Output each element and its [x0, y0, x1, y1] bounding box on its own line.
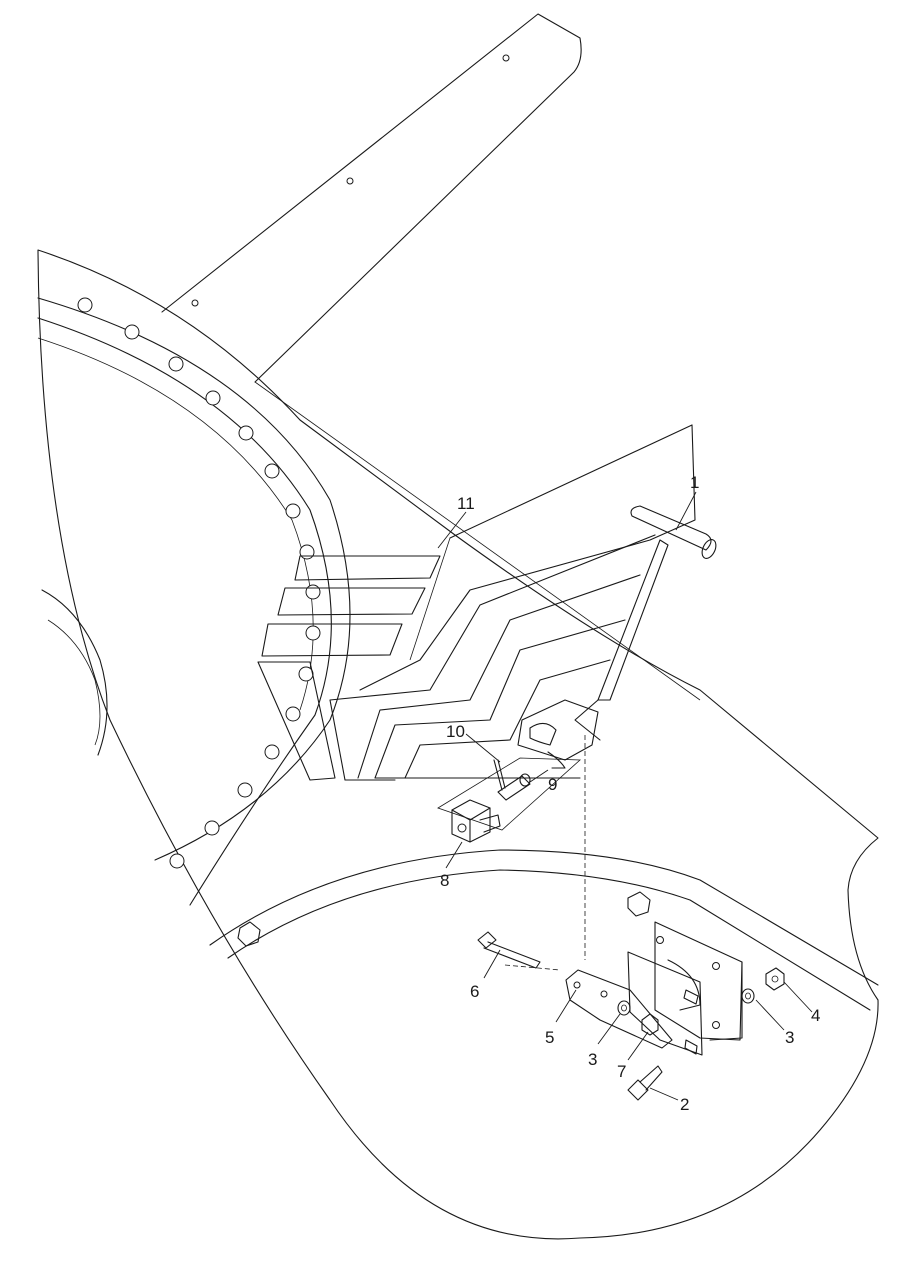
part-4-nut: [765, 967, 785, 991]
part-3-washer-left: [617, 1000, 631, 1016]
part-7-nut: [641, 1013, 659, 1036]
callout-1: 1: [690, 473, 699, 492]
callout-9: 9: [548, 775, 557, 794]
callout-6: 6: [470, 982, 479, 1001]
callout-11: 11: [457, 494, 475, 513]
rim-clips: [237, 891, 651, 947]
part-8-block: [451, 799, 501, 843]
part-10-cotter: [493, 759, 506, 791]
part-5-strap: [565, 969, 673, 1049]
leader-lines: [437, 491, 813, 1101]
fender-panel: [37, 249, 879, 1240]
callout-labels: 1 2 3 3 4 5 6 7 8 9 10 11: [440, 473, 820, 1114]
upper-beam: [161, 13, 582, 383]
callout-7: 7: [617, 1062, 626, 1081]
part-6-bolt: [477, 931, 541, 969]
clevis: [517, 699, 599, 769]
callout-5: 5: [545, 1028, 554, 1047]
callout-3-right: 3: [785, 1028, 794, 1047]
part-9-pin: [497, 773, 531, 801]
mounting-bracket: [627, 921, 743, 1056]
callout-4: 4: [811, 1006, 820, 1025]
part-2-bolt: [627, 1065, 663, 1101]
part-1-handle: [574, 505, 717, 741]
callout-10: 10: [446, 722, 465, 741]
callout-2: 2: [680, 1095, 689, 1114]
fender-holes: [77, 297, 321, 869]
chevron-decal: [257, 424, 696, 781]
assembly-frame: [437, 735, 586, 971]
callout-3-left: 3: [588, 1050, 597, 1069]
callout-8: 8: [440, 871, 449, 890]
part-3-washer-right: [741, 988, 755, 1004]
